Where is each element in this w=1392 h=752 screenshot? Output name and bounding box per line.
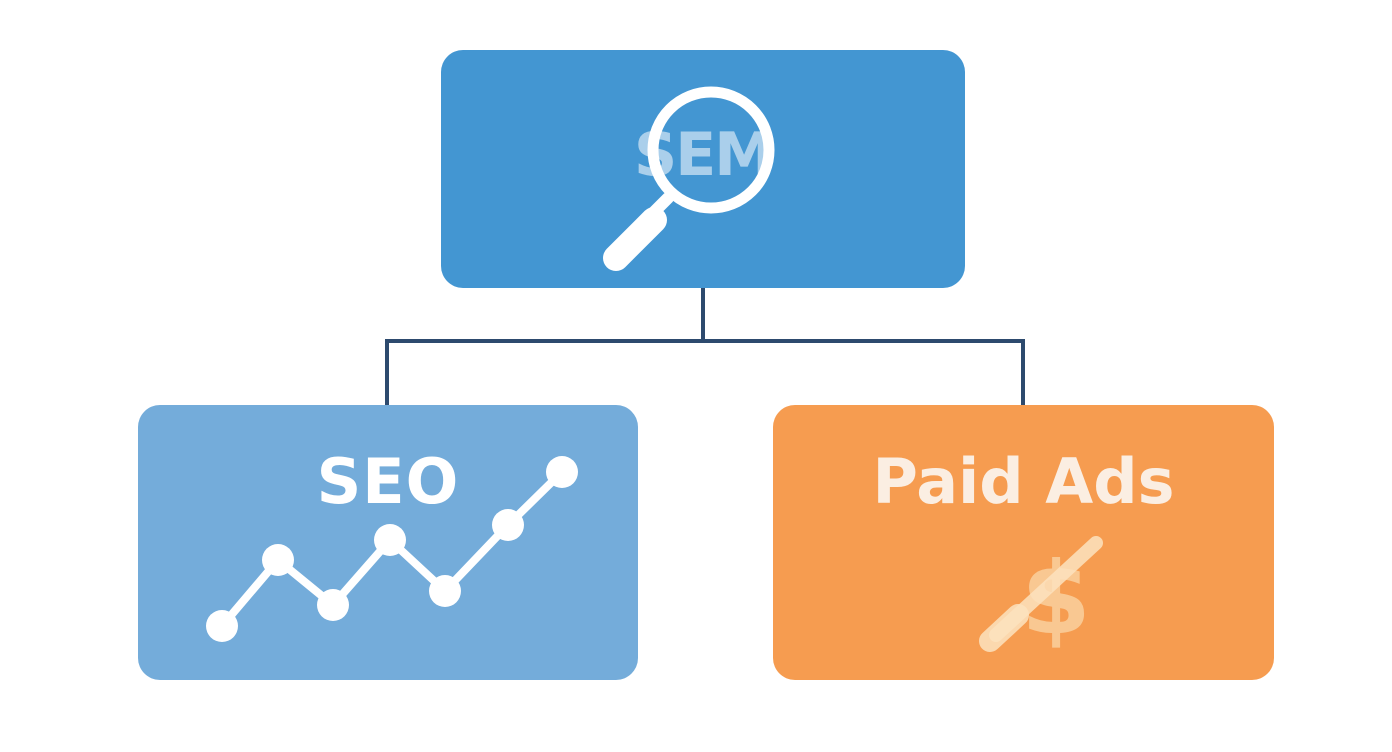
paid-ads-node: Paid Ads $	[773, 405, 1274, 680]
seo-label: SEO	[316, 445, 460, 518]
magnifier-icon	[603, 86, 775, 271]
sem-node: SEM	[441, 50, 965, 288]
trend-line-icon	[206, 456, 578, 642]
paid-ads-label: Paid Ads	[872, 445, 1175, 518]
dollar-icon: $	[979, 536, 1103, 653]
seo-node: SEO	[138, 405, 638, 680]
